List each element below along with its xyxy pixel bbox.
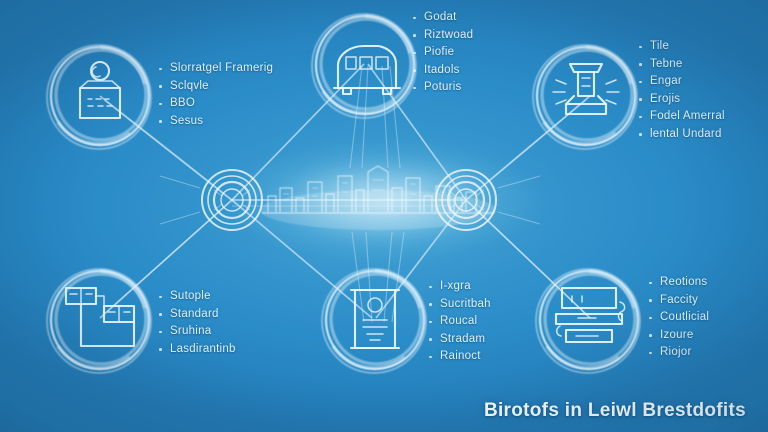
- node-bottom-right-item: Izoure: [648, 327, 709, 345]
- certificate-document-icon: [349, 288, 401, 350]
- node-top-center-item: Godat: [412, 9, 473, 27]
- node-top-left-item: BBO: [158, 95, 273, 113]
- beacon-lamp-icon: [552, 62, 620, 116]
- node-top-left-item: Sesus: [158, 113, 273, 131]
- node-top-left-label-list: Slorratgel Framerig Sclqvle BBO Sesus: [158, 60, 273, 130]
- link-stub-left-a: [159, 175, 201, 189]
- node-top-right-label-list: Tile Tebne Engar Erojis Fodel Amerral le…: [638, 38, 725, 143]
- circular-hub-node-right[interactable]: [435, 169, 497, 231]
- node-top-left[interactable]: [46, 44, 152, 150]
- node-top-center-item: Poturis: [412, 79, 473, 97]
- node-top-right-item: lental Undard: [638, 126, 725, 144]
- link-stub-left-b: [159, 211, 201, 225]
- node-bottom-right-item: Reotions: [648, 274, 709, 292]
- node-bottom-center-item: I-xgra: [428, 278, 491, 296]
- node-bottom-center-label-list: I-xgra Sucritbah Roucal Stradam Rainoct: [428, 278, 491, 366]
- node-top-left-item: Sclqvle: [158, 78, 273, 96]
- node-bottom-right-item: Riojor: [648, 344, 709, 362]
- node-bottom-left[interactable]: [46, 268, 152, 374]
- node-top-center-item: Riztwoad: [412, 27, 473, 45]
- node-top-left-item: Slorratgel Framerig: [158, 60, 273, 78]
- node-bottom-left-label-list: Sutople Standard Sruhina Lasdirantinb: [158, 288, 236, 358]
- node-top-right-item: Tile: [638, 38, 725, 56]
- node-bottom-center[interactable]: [321, 268, 427, 374]
- node-bottom-right-ring: [535, 268, 641, 374]
- bus-vehicle-icon: [332, 44, 402, 96]
- diagram-caption: Birotofs in Leiwl Brestdofits: [483, 400, 746, 421]
- node-top-right-item: Erojis: [638, 91, 725, 109]
- node-bottom-center-item: Sucritbah: [428, 296, 491, 314]
- network-nodes-icon: [64, 286, 136, 348]
- node-top-right-item: Tebne: [638, 56, 725, 74]
- beacon-rays: [552, 79, 620, 105]
- server-stack-icon: [554, 286, 626, 344]
- node-bottom-left-ring: [46, 268, 152, 374]
- node-bottom-left-item: Lasdirantinb: [158, 341, 236, 359]
- circular-hub-node-left[interactable]: [201, 169, 263, 231]
- node-top-left-ring: [46, 44, 152, 150]
- node-bottom-right-label-list: Reotions Faccity Coutlicial Izoure Riojo…: [648, 274, 709, 362]
- node-top-center-item: Itadols: [412, 62, 473, 80]
- node-bottom-left-item: Standard: [158, 306, 236, 324]
- node-bottom-right-item: Faccity: [648, 292, 709, 310]
- node-bottom-center-ring: [321, 268, 427, 374]
- node-top-center-label-list: Godat Riztwoad Piofie Itadols Poturis: [412, 9, 473, 97]
- node-bottom-center-item: Rainoct: [428, 348, 491, 366]
- node-bottom-left-item: Sruhina: [158, 323, 236, 341]
- node-top-center[interactable]: [311, 13, 417, 119]
- node-top-center-ring: [311, 13, 417, 119]
- node-bottom-center-item: Roucal: [428, 313, 491, 331]
- briefcase-badge-icon: [78, 60, 122, 120]
- link-hub-left-to-topleft-shadow: [103, 99, 237, 205]
- node-top-right-ring: [532, 44, 638, 150]
- node-bottom-right-item: Coutlicial: [648, 309, 709, 327]
- node-top-right-item: Fodel Amerral: [638, 108, 725, 126]
- node-top-right[interactable]: [532, 44, 638, 150]
- node-bottom-center-item: Stradam: [428, 331, 491, 349]
- node-top-center-item: Piofie: [412, 44, 473, 62]
- link-hub-left-to-topleft: [99, 95, 233, 201]
- node-top-right-item: Engar: [638, 73, 725, 91]
- node-bottom-right[interactable]: [535, 268, 641, 374]
- node-bottom-left-item: Sutople: [158, 288, 236, 306]
